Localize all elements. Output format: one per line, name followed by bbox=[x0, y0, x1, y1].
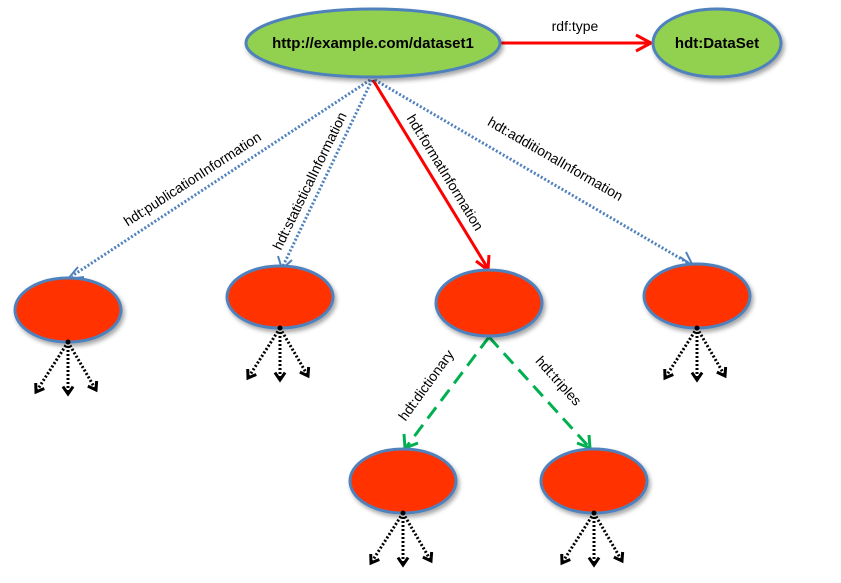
continuation-arrowhead-icon bbox=[587, 556, 601, 568]
edges-layer bbox=[65, 33, 694, 451]
continuation-arrowhead-icon bbox=[663, 368, 674, 381]
node-root-label: http://example.com/dataset1 bbox=[272, 35, 474, 52]
arrowhead-rdf-type bbox=[635, 33, 655, 53]
node-dataset-type[interactable]: hdt:DataSet bbox=[651, 7, 783, 79]
edge-label-publication-information: hdt:publicationInformation bbox=[121, 128, 264, 229]
continuation-arrow-line bbox=[401, 512, 433, 562]
edge-publication-information bbox=[71, 78, 371, 278]
continuation-arrowhead-icon bbox=[613, 551, 625, 564]
edge-label-triples: hdt:triples bbox=[532, 353, 585, 409]
edge-label-statistical-information: hdt:statisticalInformation bbox=[269, 109, 350, 252]
node-triples[interactable] bbox=[539, 447, 649, 515]
continuation-arrows-additional bbox=[663, 325, 728, 383]
continuation-arrows-layer bbox=[34, 325, 728, 568]
continuation-arrow-line bbox=[34, 341, 70, 393]
node-publication[interactable] bbox=[13, 276, 123, 344]
edge-label-additional-information: hdt:additionalInformation bbox=[485, 113, 626, 204]
node-additional[interactable] bbox=[642, 262, 752, 330]
edge-format-information bbox=[371, 79, 489, 268]
edge-label-format-information: hdt:formatInformation bbox=[404, 111, 487, 233]
edge-label-dictionary: hdt:dictionary bbox=[395, 347, 457, 424]
continuation-arrows-publication bbox=[34, 339, 99, 397]
continuation-arrowhead-icon bbox=[246, 368, 257, 381]
continuation-arrow-line bbox=[695, 327, 727, 377]
continuation-arrowhead-icon bbox=[299, 366, 311, 379]
node-dictionary[interactable] bbox=[348, 447, 458, 515]
node-root[interactable]: http://example.com/dataset1 bbox=[244, 7, 502, 79]
node-statistical[interactable] bbox=[225, 264, 335, 330]
continuation-arrow-line bbox=[278, 327, 310, 377]
node-dataset-type-label: hdt:DataSet bbox=[675, 35, 759, 52]
continuation-arrowhead-icon bbox=[273, 371, 287, 383]
continuation-arrowhead-icon bbox=[690, 371, 704, 383]
nodes-layer: http://example.com/dataset1 hdt:DataSet bbox=[13, 7, 783, 515]
edge-dictionary bbox=[405, 336, 491, 447]
node-format[interactable] bbox=[434, 268, 544, 338]
continuation-arrowhead-icon bbox=[716, 366, 728, 379]
continuation-arrows-triples bbox=[560, 510, 625, 568]
edge-additional-information bbox=[374, 78, 691, 266]
continuation-arrow-line bbox=[246, 327, 282, 379]
continuation-arrow-line bbox=[369, 512, 405, 564]
continuation-arrowhead-icon bbox=[560, 553, 571, 566]
continuation-arrowhead-icon bbox=[422, 551, 434, 564]
continuation-arrow-line bbox=[592, 512, 624, 562]
continuation-arrow-line bbox=[663, 327, 699, 379]
edge-statistical-information bbox=[281, 79, 374, 267]
continuation-arrowhead-icon bbox=[369, 553, 380, 566]
edge-label-rdf-type: rdf:type bbox=[552, 18, 599, 34]
continuation-arrowhead-icon bbox=[34, 382, 45, 395]
continuation-arrow-line bbox=[66, 341, 98, 391]
continuation-arrows-statistical bbox=[246, 325, 311, 383]
continuation-arrow-line bbox=[560, 512, 596, 564]
continuation-arrowhead-icon bbox=[396, 556, 410, 568]
continuation-arrows-dictionary bbox=[369, 510, 434, 568]
labels-layer: rdf:type hdt:publicationInformation hdt:… bbox=[121, 18, 626, 423]
continuation-arrowhead-icon bbox=[87, 380, 99, 393]
edge-triples bbox=[487, 335, 591, 449]
continuation-arrowhead-icon bbox=[61, 385, 75, 397]
